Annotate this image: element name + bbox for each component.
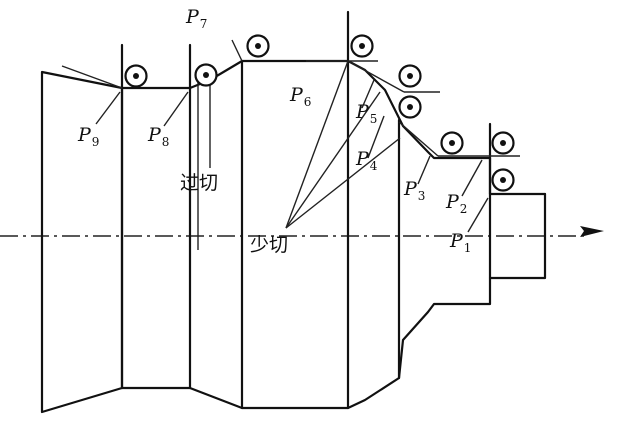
label-p2: P2 bbox=[446, 191, 468, 216]
tool-p8 bbox=[194, 63, 218, 87]
label-p7: P7 bbox=[186, 6, 208, 31]
label-p6: P6 bbox=[290, 84, 312, 109]
label-p4: P4 bbox=[356, 148, 378, 173]
leader-p2 bbox=[461, 159, 483, 197]
leader-p9 bbox=[95, 91, 121, 125]
tool-p9 bbox=[124, 64, 148, 88]
overcut-annotation: 过切 bbox=[180, 172, 219, 194]
leader-p4 bbox=[367, 115, 385, 159]
tool-p7 bbox=[246, 34, 270, 58]
leader-p1 bbox=[467, 197, 489, 233]
undercut-leader-2 bbox=[285, 91, 381, 229]
toolpath-p4-p3 bbox=[398, 121, 439, 157]
leader-p8 bbox=[163, 91, 189, 127]
tool-p5 bbox=[398, 64, 422, 88]
tool-p1 bbox=[491, 168, 515, 192]
tool-p4 bbox=[398, 95, 422, 119]
toolpath-p7 bbox=[231, 39, 243, 62]
undercut-annotation: 少切 bbox=[250, 234, 289, 256]
axis-arrow bbox=[580, 226, 604, 237]
undercut-leader-3 bbox=[285, 137, 401, 229]
leader-p5 bbox=[361, 79, 375, 109]
undercut-leader-1 bbox=[285, 60, 349, 229]
toolpath-p9-in bbox=[61, 65, 123, 89]
tool-p2a bbox=[491, 131, 515, 155]
toolpath-p6-p5 bbox=[347, 60, 405, 93]
label-p8: P8 bbox=[148, 124, 170, 149]
left-cone bbox=[40, 70, 124, 414]
workpiece-bottom-profile bbox=[120, 192, 547, 410]
tool-p3 bbox=[440, 131, 464, 155]
tool-p6 bbox=[350, 34, 374, 58]
label-p9: P9 bbox=[78, 124, 100, 149]
leader-p3 bbox=[417, 155, 431, 185]
label-p5: P5 bbox=[356, 101, 378, 126]
label-p1: P1 bbox=[450, 230, 472, 255]
label-p3: P3 bbox=[404, 178, 426, 203]
